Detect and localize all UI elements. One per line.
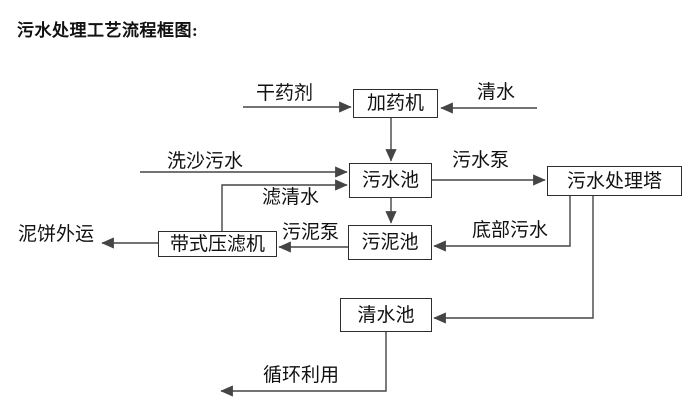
page-title: 污水处理工艺流程框图:	[17, 21, 199, 40]
label-clean-water: 清水	[477, 82, 516, 103]
node-sewage-pool: 污水池	[349, 163, 432, 198]
label-sewage-pump: 污水泵	[452, 150, 510, 171]
node-clean-water-pool: 清水池	[340, 298, 432, 332]
node-dosing-machine: 加药机	[353, 89, 438, 118]
arrow-treatment-tower-to-clean-water-pool	[433, 196, 594, 324]
label-sludge-pump: 污泥泵	[282, 222, 340, 243]
label-recycle-use: 循环利用	[263, 365, 340, 386]
arrow-clean-water-pool-to-recycle	[220, 332, 387, 397]
label-filtered-water: 滤清水	[262, 187, 320, 208]
label-dry-agent: 干药剂	[256, 83, 314, 104]
label-bottom-sewage: 底部污水	[472, 220, 549, 241]
label-sand-washing-sewage: 洗沙污水	[167, 151, 244, 172]
node-sludge-pool: 污泥池	[348, 225, 432, 260]
node-belt-filter-press: 带式压滤机	[158, 231, 277, 257]
node-treatment-tower: 污水处理塔	[547, 166, 682, 196]
arrow-filtered-water-to-sewage-pool	[221, 179, 348, 232]
label-mud-cake-out: 泥饼外运	[18, 224, 95, 245]
arrow-bottom-sewage-to-sludge-pool	[433, 196, 571, 252]
